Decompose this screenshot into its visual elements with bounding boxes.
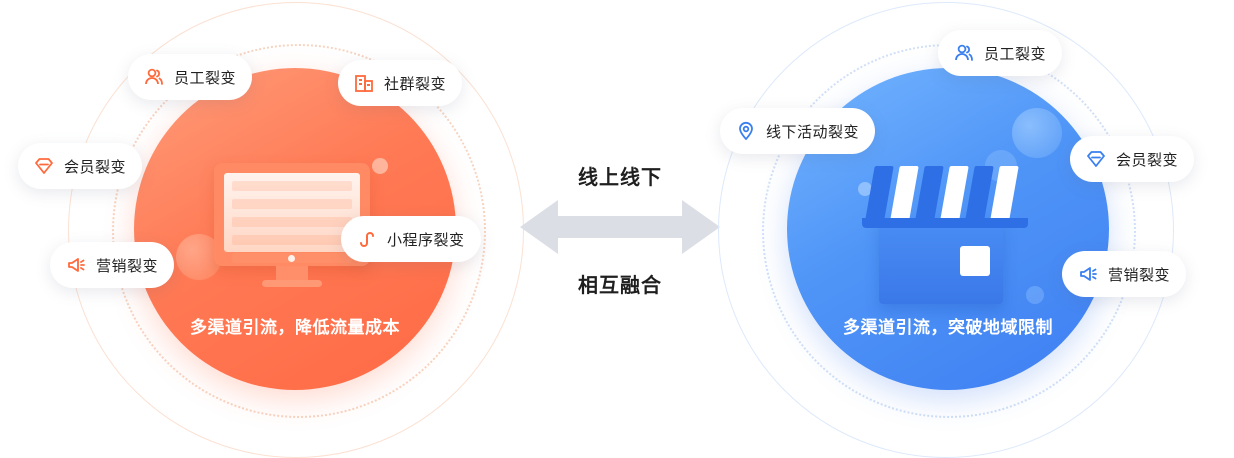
center-bottom-label: 相互融合 <box>578 273 662 297</box>
store-window <box>960 246 990 276</box>
pill-label: 小程序裂变 <box>387 230 465 249</box>
pill-label: 会员裂变 <box>64 157 127 176</box>
left-pill-community: 社群裂变 <box>338 60 463 106</box>
diamond-icon <box>1084 147 1108 171</box>
right-bubble <box>1026 286 1044 304</box>
left-pill-member: 会员裂变 <box>18 143 143 189</box>
right-bubble <box>1012 108 1062 158</box>
pill-label: 营销裂变 <box>1108 265 1171 284</box>
left-caption: 多渠道引流，降低流量成本 <box>190 318 400 338</box>
right-pill-employee: 员工裂变 <box>938 30 1063 76</box>
monitor-power-dot <box>288 255 295 262</box>
pill-label: 员工裂变 <box>174 68 237 87</box>
mini-program-icon <box>355 227 379 251</box>
right-pill-offline-event: 线下活动裂变 <box>720 108 876 154</box>
center-top-label: 线上线下 <box>578 165 662 189</box>
pill-label: 员工裂变 <box>984 44 1047 63</box>
right-pill-marketing: 营销裂变 <box>1062 251 1187 297</box>
left-dotted-ring <box>112 44 486 418</box>
left-pill-employee: 员工裂变 <box>128 54 253 100</box>
pill-label: 会员裂变 <box>1116 150 1179 169</box>
diamond-icon <box>32 154 56 178</box>
monitor-illustration <box>214 163 370 266</box>
left-pill-miniprogram: 小程序裂变 <box>341 216 481 262</box>
right-caption: 多渠道引流，突破地域限制 <box>843 318 1053 338</box>
users-icon <box>952 41 976 65</box>
pill-label: 社群裂变 <box>384 74 447 93</box>
right-pill-member: 会员裂变 <box>1070 136 1195 182</box>
store-awning <box>862 166 1028 228</box>
pill-label: 线下活动裂变 <box>766 122 860 141</box>
left-bubble <box>372 158 388 174</box>
double-arrow-icon <box>520 200 720 254</box>
monitor-neck <box>276 266 308 282</box>
pill-label: 营销裂变 <box>96 256 159 275</box>
megaphone-icon <box>1076 262 1100 286</box>
users-icon <box>142 65 166 89</box>
location-pin-icon <box>734 119 758 143</box>
monitor-screen <box>224 173 360 263</box>
megaphone-icon <box>64 253 88 277</box>
left-pill-marketing: 营销裂变 <box>50 242 175 288</box>
community-building-icon <box>352 71 376 95</box>
monitor-base <box>262 280 322 287</box>
right-bubble <box>858 182 872 196</box>
